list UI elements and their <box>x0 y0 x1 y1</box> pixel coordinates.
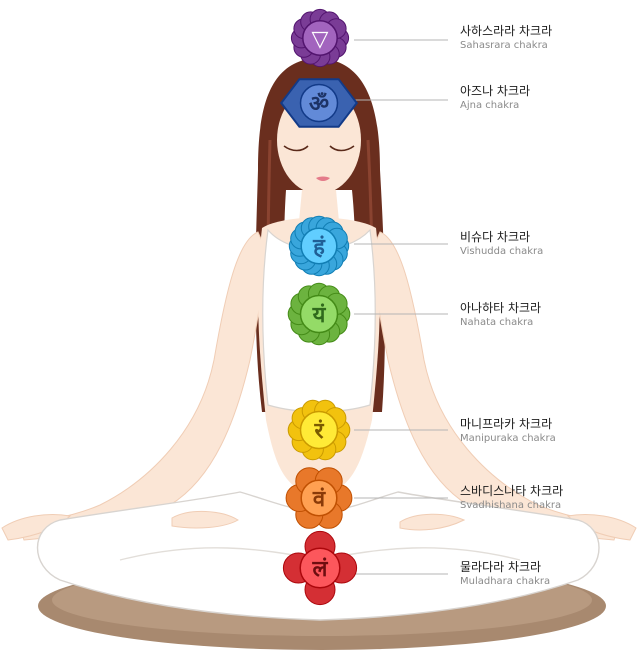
left-hand <box>1 514 72 541</box>
label-anahata-korean: 아나하타 차크라 <box>460 301 542 315</box>
label-anahata: 아나하타 차크라 Nahata chakra <box>460 301 541 330</box>
right-hand <box>566 514 637 541</box>
label-ajna-korean: 아즈나 차크라 <box>460 84 531 98</box>
chakra-vishudda-symbol: हं <box>288 215 350 277</box>
label-muladhara: 물라다라 차크라 Muladhara chakra <box>460 560 550 589</box>
label-manipuraka-korean: 마니프라카 차크라 <box>460 417 553 431</box>
label-manipuraka: 마니프라카 차크라 Manipuraka chakra <box>460 417 556 446</box>
label-vishudda: 비슈다 차크라 Vishudda chakra <box>460 230 543 259</box>
label-sahasrara: 사하스라라 차크라 Sahasrara chakra <box>460 24 552 53</box>
chakra-sahasrara-symbol: ▽ <box>290 8 350 68</box>
chakra-sahasrara-glyph: ▽ <box>312 27 329 52</box>
label-vishudda-english: Vishudda chakra <box>460 246 544 257</box>
chakra-anahata-symbol: यं <box>287 282 351 346</box>
chakra-ajna-glyph: ॐ <box>309 92 329 117</box>
right-foot <box>399 513 466 531</box>
label-muladhara-korean: 물라다라 차크라 <box>460 560 542 574</box>
right-arm <box>371 231 619 541</box>
chakra-manipuraka-symbol: रं <box>287 399 351 461</box>
chakra-muladhara-glyph: लं <box>312 557 329 582</box>
label-vishudda-korean: 비슈다 차크라 <box>460 230 531 244</box>
left-foot <box>171 510 239 529</box>
chakra-symbols: ▽ ॐ हं यं रं वं लं <box>279 8 359 606</box>
chakra-muladhara-symbol: लं <box>282 530 358 606</box>
label-svadhishana-english: Svadhishana chakra <box>460 500 562 511</box>
label-svadhishana-korean: 스바디스나타 차크라 <box>460 484 564 498</box>
chakra-manipuraka-glyph: रं <box>314 419 325 444</box>
left-eye-closed <box>283 145 309 152</box>
chakra-ajna-symbol: ॐ <box>279 78 359 128</box>
label-manipuraka-english: Manipuraka chakra <box>460 433 556 444</box>
label-ajna: 아즈나 차크라 Ajna chakra <box>460 84 530 113</box>
chakra-svadhishana-symbol: वं <box>285 467 353 529</box>
left-arm <box>19 231 267 541</box>
label-sahasrara-korean: 사하스라라 차크라 <box>460 24 553 38</box>
chakra-svadhishana-glyph: वं <box>312 487 326 512</box>
label-sahasrara-english: Sahasrara chakra <box>460 40 548 51</box>
label-anahata-english: Nahata chakra <box>460 317 534 328</box>
chakra-vishudda-glyph: हं <box>312 235 326 260</box>
chakra-anahata-glyph: यं <box>312 303 327 328</box>
lips <box>316 176 330 181</box>
label-muladhara-english: Muladhara chakra <box>460 576 551 587</box>
right-eye-closed <box>329 145 355 152</box>
label-svadhishana: 스바디스나타 차크라 Svadhishana chakra <box>460 484 563 513</box>
label-ajna-english: Ajna chakra <box>460 100 520 111</box>
